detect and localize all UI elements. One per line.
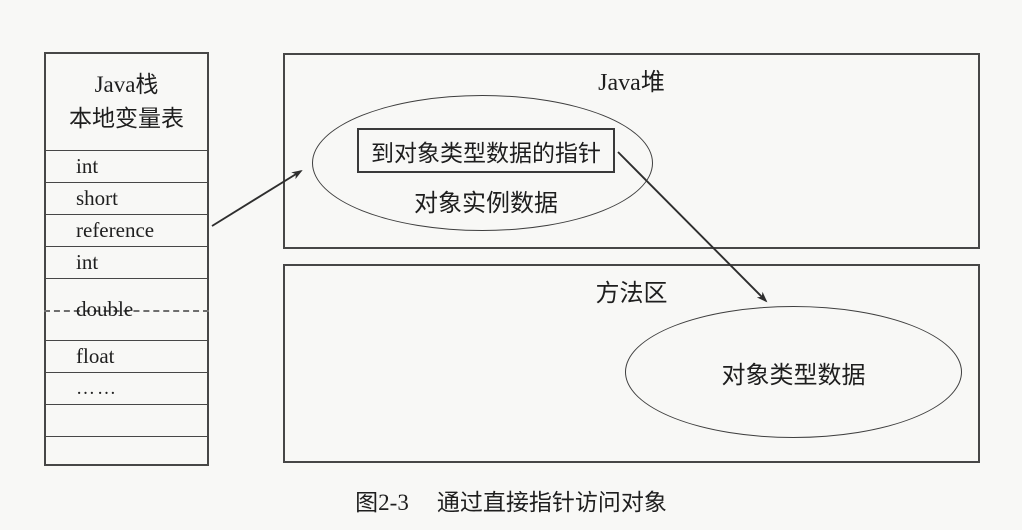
table-row: float xyxy=(46,340,207,372)
stack-title-line1: Java栈 xyxy=(94,72,159,97)
table-row: short xyxy=(46,182,207,214)
figure-number: 图2-3 xyxy=(355,490,409,515)
java-heap-title: Java堆 xyxy=(598,70,665,96)
row-label: int xyxy=(76,154,99,178)
table-row: int xyxy=(46,150,207,182)
row-label: short xyxy=(76,186,118,210)
table-row xyxy=(46,436,207,468)
table-row: reference xyxy=(46,214,207,246)
table-row: …… xyxy=(46,372,207,404)
method-area-title: 方法区 xyxy=(595,281,668,307)
slot-divider-dashed-line xyxy=(44,309,209,312)
row-label: …… xyxy=(76,377,118,399)
table-row: double xyxy=(44,278,209,340)
table-row xyxy=(46,404,207,436)
row-label: int xyxy=(76,250,99,274)
stack-rows: int short reference int double float …… xyxy=(44,150,209,468)
pointer-to-type-data-box: 到对象类型数据的指针 xyxy=(357,128,615,173)
object-type-data-ellipse xyxy=(625,306,962,438)
figure-caption: 图2-3 通过直接指针访问对象 xyxy=(0,483,1022,517)
java-stack-table: Java栈 本地变量表 int short reference int double fl… xyxy=(44,52,209,466)
stack-title-line2: 本地变量表 xyxy=(69,106,184,131)
object-instance-data-label: 对象实例数据 xyxy=(414,191,558,217)
object-type-data-label: 对象类型数据 xyxy=(721,362,866,389)
row-label: reference xyxy=(76,218,155,242)
stack-table-header: Java栈 本地变量表 xyxy=(46,54,207,150)
row-label: float xyxy=(76,344,115,368)
figure-caption-text: 通过直接指针访问对象 xyxy=(436,490,667,515)
table-row: int xyxy=(46,246,207,278)
row-label: double xyxy=(76,297,134,321)
